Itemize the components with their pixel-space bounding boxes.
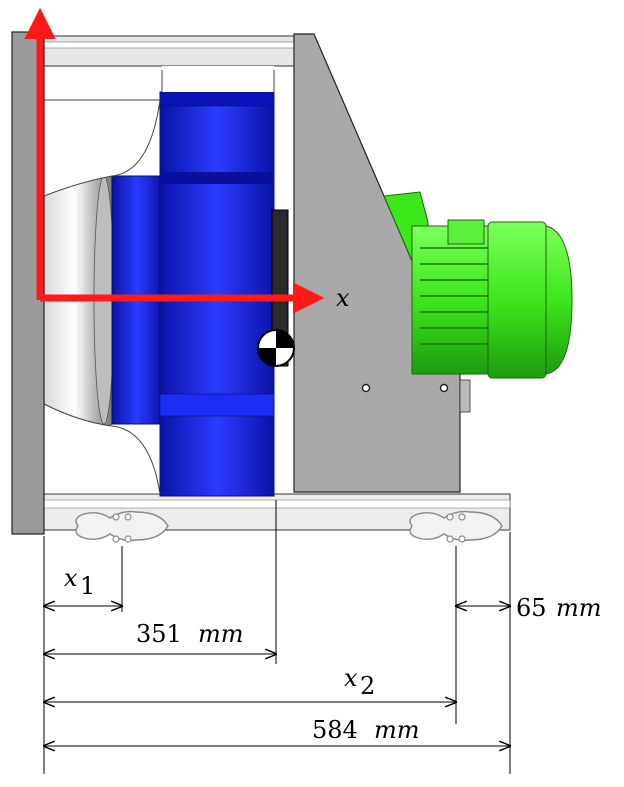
- top-frame-rail: [43, 35, 297, 67]
- motor-bracket: [293, 33, 471, 493]
- svg-text:mm: mm: [374, 716, 420, 744]
- inlet-openings: [43, 99, 161, 495]
- motor: [383, 191, 573, 379]
- svg-text:mm: mm: [198, 620, 244, 648]
- x-axis-label: x: [336, 284, 350, 312]
- dimension-584: 584 mm: [44, 716, 510, 746]
- impeller: [111, 66, 289, 497]
- svg-text:x: x: [64, 564, 78, 592]
- svg-text:65: 65: [516, 594, 547, 622]
- svg-text:mm: mm: [556, 594, 602, 622]
- coordinate-axes: [24, 7, 325, 314]
- dimension-x1: x 1: [44, 564, 122, 606]
- vibration-isolator-icon: [75, 510, 169, 543]
- center-of-gravity-icon: [257, 329, 295, 367]
- svg-text:2: 2: [360, 672, 375, 700]
- svg-text:1: 1: [80, 572, 95, 600]
- dimension-351: 351 mm: [44, 620, 276, 654]
- dimension-65: 65 mm: [456, 594, 602, 622]
- dimension-x2: x 2: [44, 664, 456, 702]
- svg-text:584: 584: [312, 716, 358, 744]
- svg-text:x: x: [344, 664, 358, 692]
- svg-text:351: 351: [136, 620, 182, 648]
- vibration-isolator-icon: [409, 510, 503, 543]
